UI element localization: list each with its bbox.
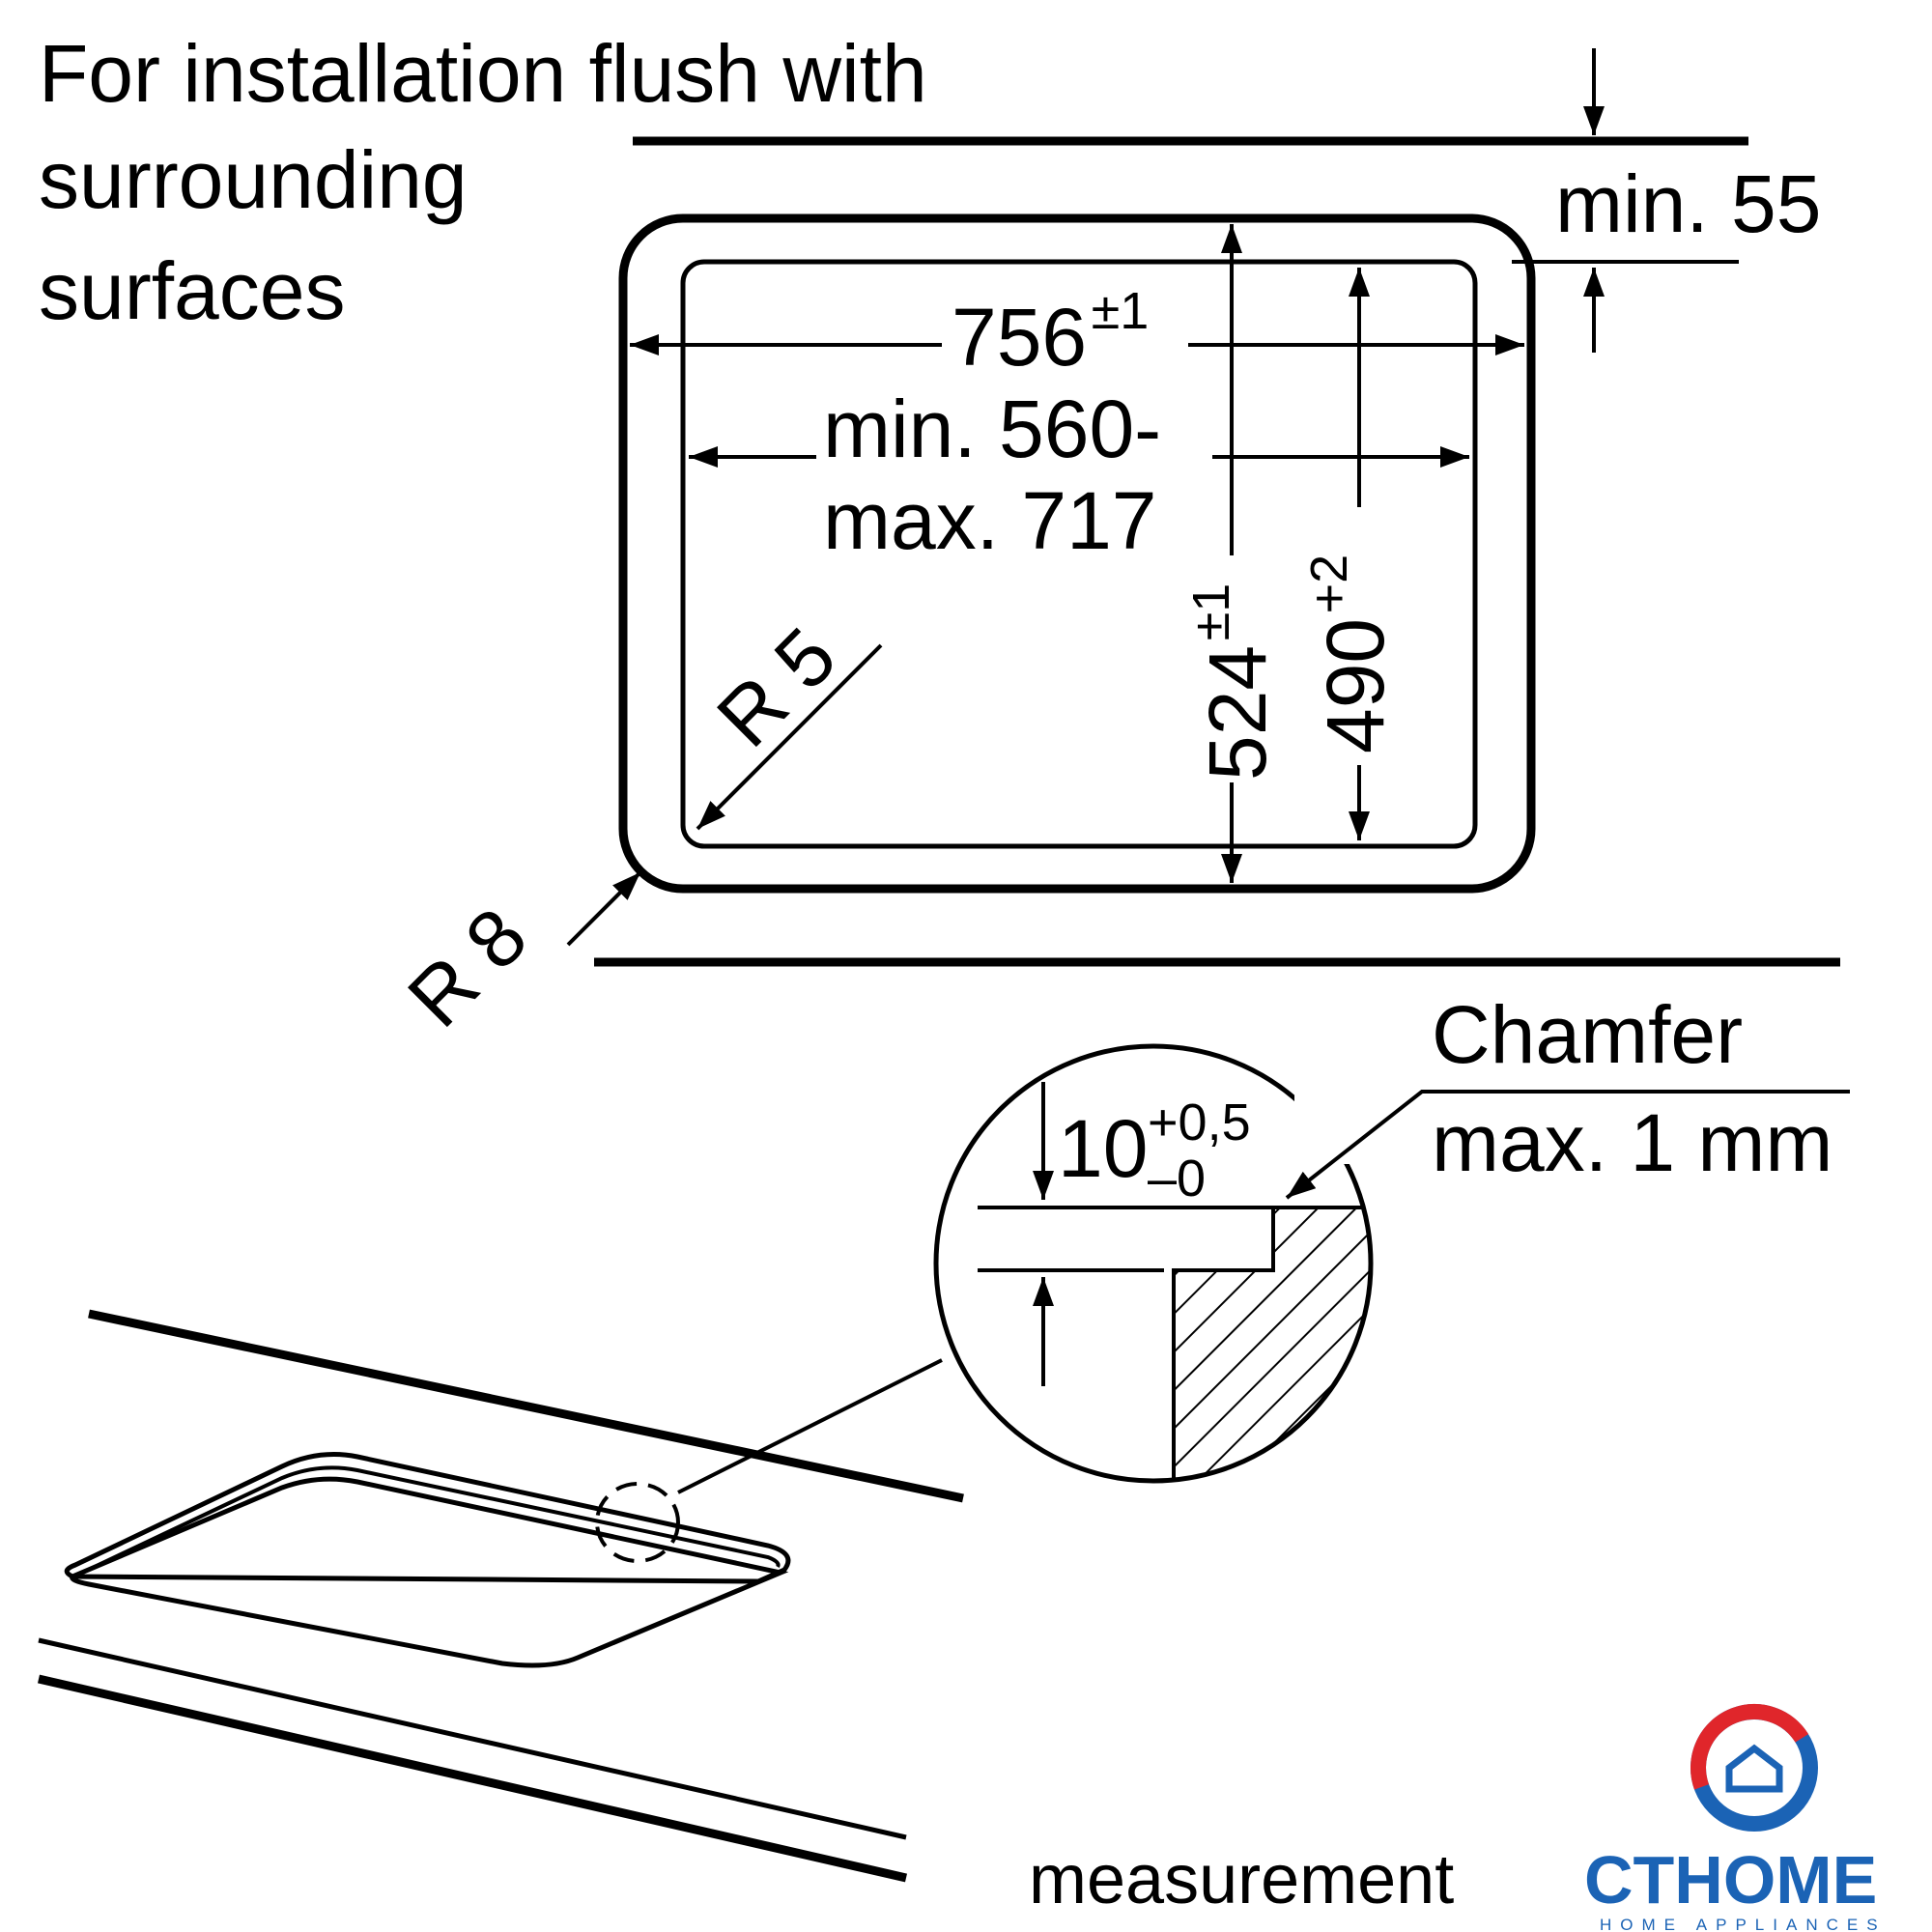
iso-detail-leader: [677, 1358, 943, 1494]
detail-view: 10 +0,5 –0: [933, 1043, 1374, 1484]
iso-cutout-inner: [70, 1476, 789, 1668]
iso-cutout-rim: [81, 1465, 781, 1575]
detail-depth-tol-upper: +0,5: [1148, 1094, 1251, 1151]
outer-width-value: 756: [952, 292, 1087, 383]
outer-depth-dimension: 524 ±1: [1182, 224, 1283, 883]
inner-depth-tolerance: +2: [1300, 554, 1358, 614]
inner-radius-callout: R 5: [696, 611, 883, 831]
min-distance-dimension: min. 55: [1512, 48, 1821, 353]
iso-worktop-front-edge: [37, 1674, 908, 1883]
inner-depth-dimension: 490 +2: [1300, 268, 1401, 840]
iso-detail-marker: [595, 1482, 680, 1563]
detail-depth-tol-lower: –0: [1148, 1150, 1206, 1208]
brand-logo: measurement CTHOME HOME APPLIANCES: [1029, 1704, 1887, 1932]
detail-circle: [933, 1043, 1374, 1484]
chamfer-line-2: max. 1 mm: [1432, 1097, 1833, 1188]
outer-cutout-outline: [618, 213, 1536, 894]
logo-brand: CTHOME: [1584, 1842, 1877, 1918]
logo-tagline: HOME APPLIANCES: [1600, 1916, 1887, 1932]
outer-radius-label: R 8: [390, 891, 544, 1044]
inner-width-line-2: max. 717: [823, 475, 1157, 566]
inner-radius-label: R 5: [699, 611, 853, 764]
logo-ring-red: [1690, 1704, 1818, 1832]
iso-worktop-back-edge: [88, 1309, 964, 1503]
min-distance-label: min. 55: [1555, 158, 1821, 249]
house-icon: [1690, 1704, 1818, 1832]
outer-depth-tolerance: ±1: [1182, 583, 1240, 641]
inner-cutout-outline: [680, 259, 1478, 849]
detail-depth-value: 10: [1058, 1103, 1148, 1194]
heading-line-1: For installation flush with: [39, 28, 927, 119]
heading-line-2: surrounding: [39, 134, 468, 225]
svg-text:490 +2: 490 +2: [1300, 554, 1401, 753]
chamfer-callout: Chamfer max. 1 mm: [1285, 989, 1850, 1200]
logo-house: [1725, 1744, 1783, 1793]
outer-width-tolerance: ±1: [1092, 282, 1150, 340]
inner-width-dimension: min. 560- max. 717: [689, 384, 1469, 566]
svg-text:10: 10: [1058, 1103, 1148, 1194]
chamfer-line-1: Chamfer: [1432, 989, 1743, 1080]
inner-depth-value: 490: [1310, 618, 1401, 753]
isometric-view: [37, 1309, 964, 1883]
svg-text:756 ±1: 756 ±1: [952, 282, 1149, 383]
logo-word: measurement: [1029, 1841, 1454, 1918]
outer-depth-value: 524: [1192, 645, 1283, 781]
worktop-section-hatch: [1172, 1206, 1371, 1481]
iso-cutout-outer: [64, 1452, 791, 1584]
iso-worktop-front-edge-thin: [38, 1637, 907, 1840]
inner-width-line-1: min. 560-: [823, 384, 1161, 474]
heading-line-3: surfaces: [39, 245, 345, 336]
svg-text:524 ±1: 524 ±1: [1182, 583, 1283, 781]
heading: For installation flush with surrounding …: [39, 28, 927, 336]
outer-width-dimension: 756 ±1: [630, 282, 1524, 383]
